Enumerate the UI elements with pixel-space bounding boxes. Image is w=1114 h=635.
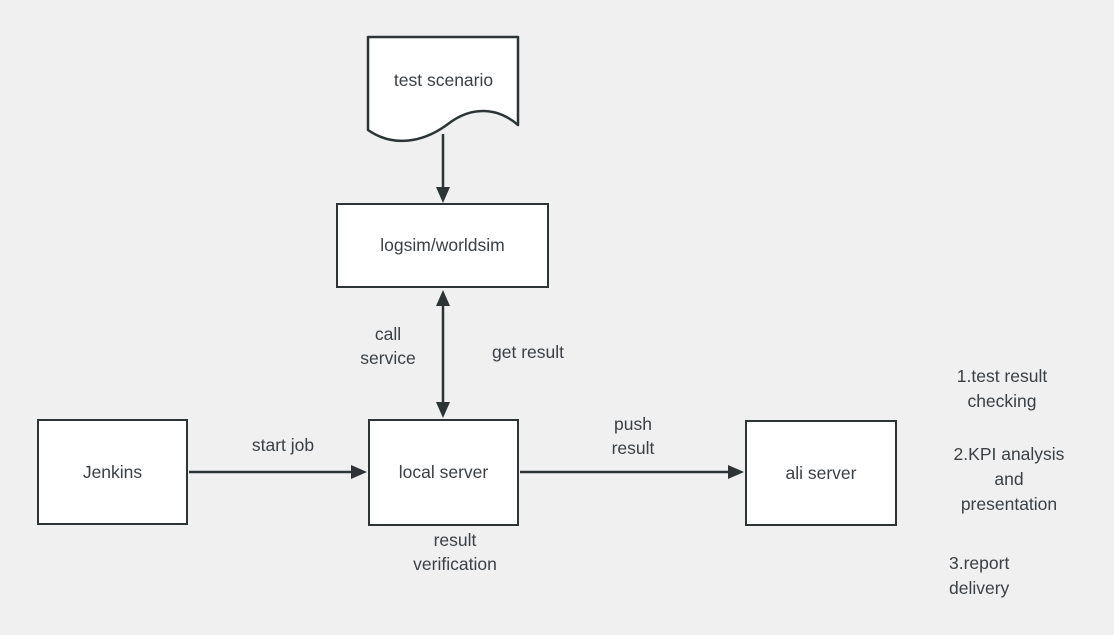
node-jenkins-label: Jenkins bbox=[82, 461, 143, 482]
edge-label-line: result bbox=[611, 438, 655, 458]
edge-label-line: push bbox=[614, 414, 652, 434]
edge-label-line: service bbox=[360, 348, 416, 368]
edge-label-line: start job bbox=[251, 435, 315, 455]
edge-label-line: result bbox=[433, 530, 477, 550]
edge-label-push-result: push result bbox=[593, 412, 673, 460]
note-test-result-checking: 1.test result checking bbox=[944, 364, 1060, 414]
arrow-logsim-local-server-bidirectional bbox=[436, 290, 450, 418]
arrow-jenkins-to-local-server bbox=[189, 465, 367, 479]
note-report-delivery: 3.report delivery bbox=[949, 551, 1059, 601]
edge-label-line: get result bbox=[492, 342, 564, 362]
note-kpi-analysis: 2.KPI analysis and presentation bbox=[944, 442, 1074, 517]
note-line: 2.KPI analysis bbox=[953, 444, 1065, 464]
note-line: 3.report bbox=[949, 553, 1010, 573]
arrow-local-server-to-ali-server bbox=[520, 465, 744, 479]
node-local-server: local server bbox=[368, 419, 519, 526]
arrow-test-scenario-to-logsim bbox=[436, 134, 450, 203]
node-test-scenario-label: test scenario bbox=[393, 69, 494, 90]
edge-label-start-job: start job bbox=[241, 433, 325, 457]
note-line: and bbox=[994, 469, 1024, 489]
node-ali-server-label: ali server bbox=[785, 462, 857, 483]
edge-label-line: call bbox=[374, 324, 402, 344]
node-ali-server: ali server bbox=[745, 420, 897, 526]
note-line: 1.test result bbox=[956, 366, 1048, 386]
edge-label-call-service: call service bbox=[338, 322, 438, 370]
edge-label-get-result: get result bbox=[479, 340, 577, 364]
node-logsim-worldsim-label: logsim/worldsim bbox=[380, 235, 505, 255]
node-logsim-worldsim: logsim/worldsim bbox=[336, 203, 549, 288]
node-local-server-label: local server bbox=[398, 462, 489, 482]
node-jenkins: Jenkins bbox=[37, 419, 188, 525]
edge-label-line: verification bbox=[413, 554, 497, 574]
note-line: checking bbox=[967, 391, 1037, 411]
node-test-scenario: test scenario bbox=[368, 36, 519, 124]
edge-label-result-verification: result verification bbox=[395, 528, 515, 576]
document-shape bbox=[366, 35, 520, 143]
note-line: delivery bbox=[949, 578, 1010, 598]
note-line: presentation bbox=[960, 494, 1058, 514]
